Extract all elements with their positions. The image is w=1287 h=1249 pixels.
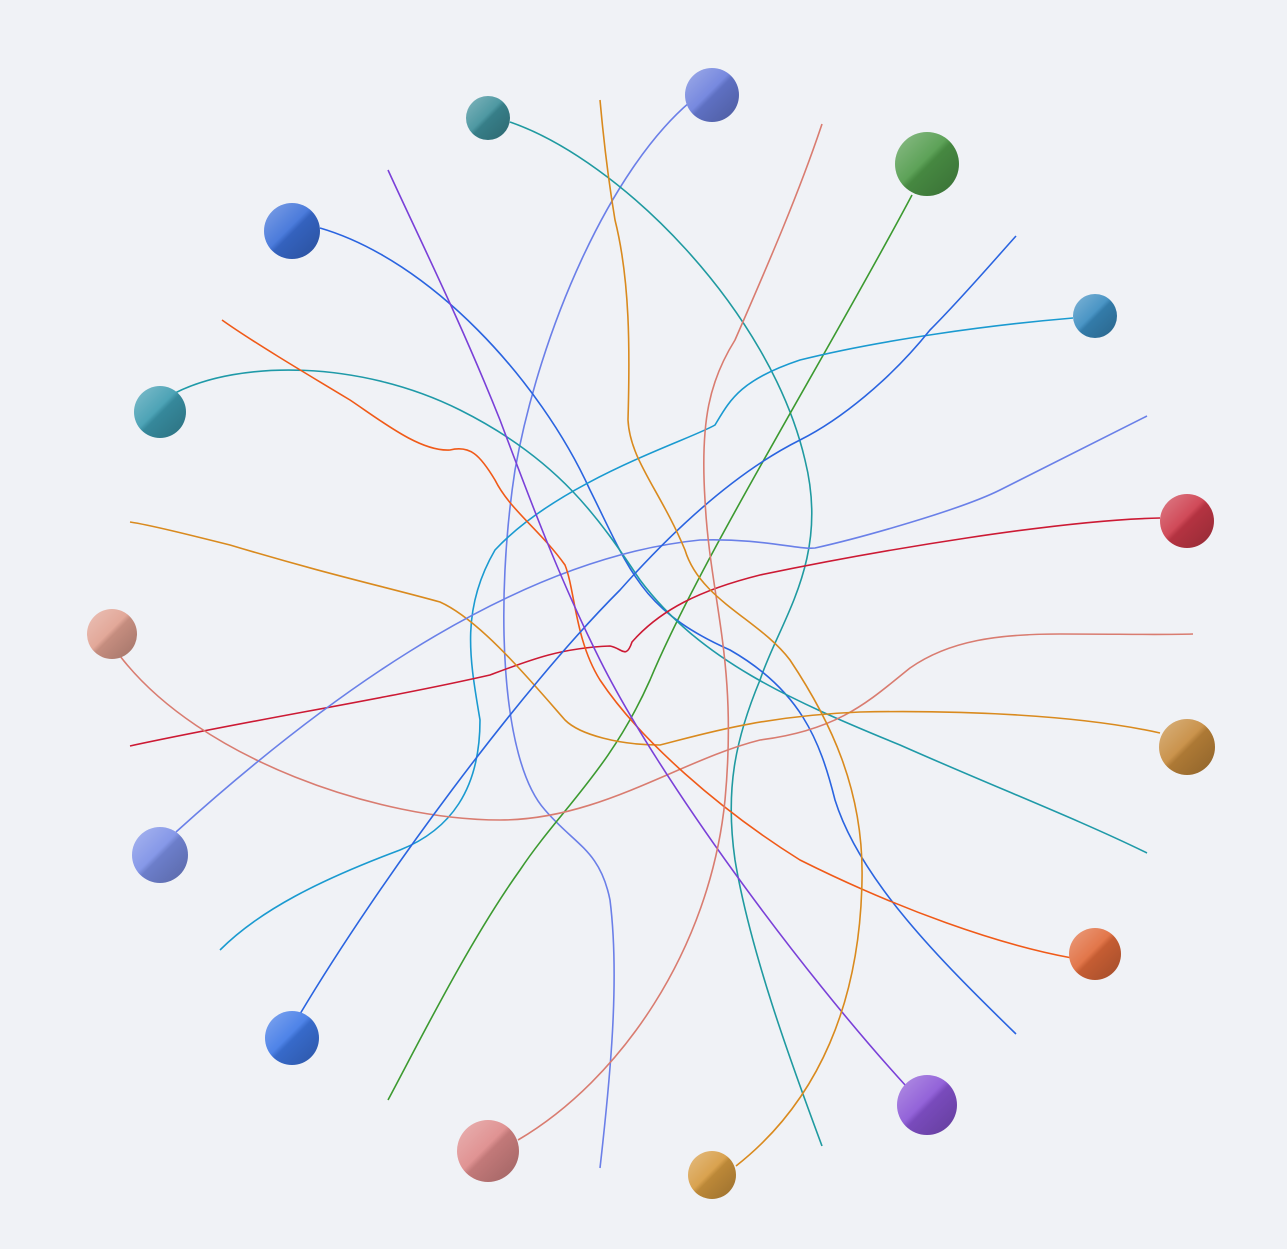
edge-n12 — [387, 169, 907, 1087]
edge-n5 — [174, 369, 1148, 854]
edge-n13 — [517, 123, 823, 1141]
node-n1[interactable] — [466, 96, 510, 140]
edge-n1 — [509, 121, 823, 1147]
node-n9[interactable] — [132, 827, 188, 883]
node-n12[interactable] — [897, 1075, 957, 1135]
node-n6[interactable] — [1160, 494, 1214, 548]
edges-layer — [119, 99, 1194, 1169]
node-n5[interactable] — [134, 386, 186, 438]
node-n2[interactable] — [895, 132, 959, 196]
edge-n0 — [503, 101, 691, 1169]
edge-n2 — [387, 194, 913, 1101]
edge-n8 — [129, 521, 1161, 746]
edge-n11 — [299, 235, 1017, 1015]
node-n13[interactable] — [457, 1120, 519, 1182]
node-n3[interactable] — [264, 203, 320, 259]
node-n7[interactable] — [87, 609, 137, 659]
node-n0[interactable] — [685, 68, 739, 122]
edge-n10 — [221, 319, 1073, 959]
nodes-layer — [87, 68, 1215, 1199]
edge-n7 — [119, 633, 1194, 821]
node-n11[interactable] — [265, 1011, 319, 1065]
node-n14[interactable] — [688, 1151, 736, 1199]
edge-n14 — [599, 99, 863, 1167]
node-n4[interactable] — [1073, 294, 1117, 338]
edge-n4 — [219, 317, 1074, 951]
edge-n9 — [175, 415, 1148, 833]
edge-n3 — [319, 227, 1017, 1035]
edge-n6 — [129, 517, 1161, 747]
node-n10[interactable] — [1069, 928, 1121, 980]
node-n8[interactable] — [1159, 719, 1215, 775]
